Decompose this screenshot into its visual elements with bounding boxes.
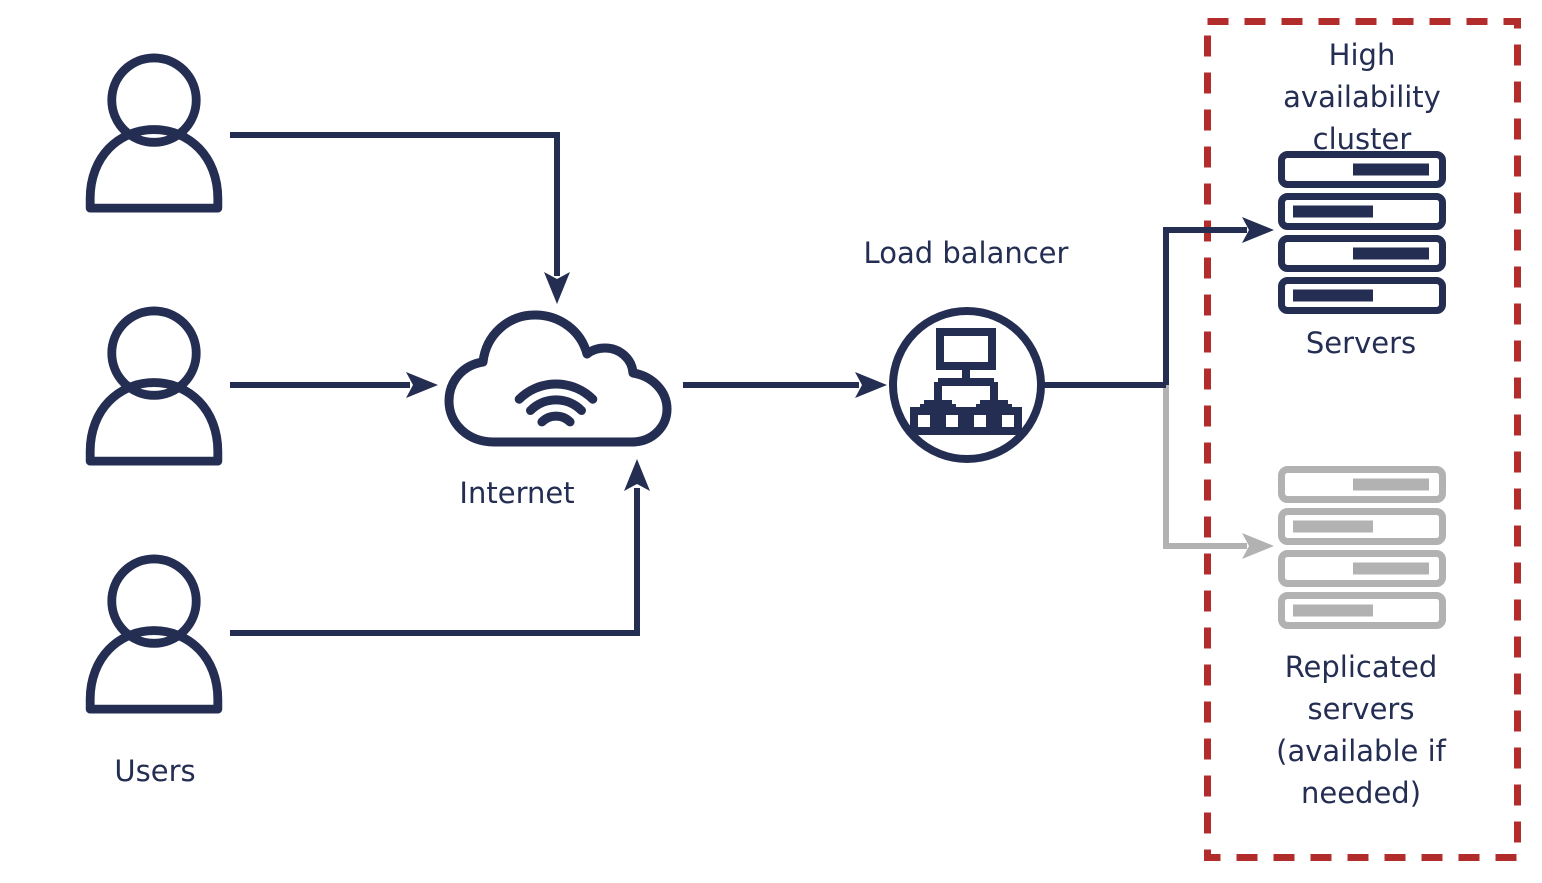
arrow-internet-to-loadbalancer (683, 372, 887, 398)
servers-label: Servers (1305, 326, 1417, 360)
cloud-wifi-icon (444, 310, 672, 447)
arrow-loadbalancer-to-servers (1163, 217, 1274, 385)
arrow-user2-to-internet (230, 372, 438, 398)
arrow-user3-to-internet (230, 459, 650, 636)
arrow-loadbalancer-to-replicated-servers (1163, 385, 1274, 559)
arrow-user1-to-internet (230, 132, 570, 304)
server-stack-icon (1278, 151, 1446, 314)
wifi-icon (514, 379, 598, 427)
replicated-server-stack-icon (1278, 466, 1446, 629)
load-balancer-hierarchy-icon (889, 307, 1045, 463)
user-icon (85, 53, 223, 213)
user-icon (85, 554, 223, 714)
replicated-servers-label: Replicated servers (available if needed) (1276, 650, 1446, 810)
load-balancer-label: Load balancer (863, 236, 1069, 270)
cluster-title: High availability cluster (1283, 38, 1441, 156)
user-icon (85, 306, 223, 466)
internet-label: Internet (459, 476, 575, 510)
users-label: Users (114, 754, 196, 788)
